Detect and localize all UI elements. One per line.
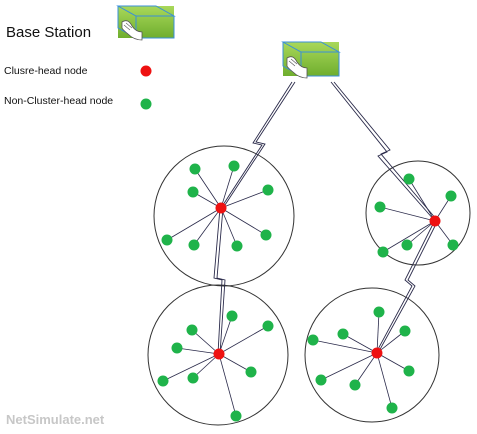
member-node: [377, 246, 389, 258]
member-node: [230, 410, 242, 422]
member-node: [337, 328, 349, 340]
member-node: [186, 324, 198, 336]
member-node: [161, 234, 173, 246]
member-node: [315, 374, 327, 386]
legend-base-station-label: Base Station: [6, 24, 92, 41]
cluster-head-node: [371, 347, 383, 359]
member-node: [373, 306, 385, 318]
cluster-3-boundary: [147, 284, 289, 426]
member-node: [188, 239, 200, 251]
link-bs-to-cluster-1: [220, 81, 296, 209]
member-node: [374, 201, 386, 213]
member-node: [231, 240, 243, 252]
member-node: [399, 325, 411, 337]
cluster-head-nodes: [213, 202, 441, 360]
member-node: [386, 402, 398, 414]
cluster-4-boundary: [304, 287, 440, 423]
cluster-head-node: [213, 348, 225, 360]
member-node: [171, 342, 183, 354]
cluster-2-boundary: [365, 160, 471, 266]
wireless-links: [213, 81, 438, 355]
member-node: [349, 379, 361, 391]
member-node: [307, 334, 319, 346]
watermark: NetSimulate.net: [6, 412, 105, 427]
legend-non-cluster-head-label: Non-Cluster-head node: [4, 95, 114, 107]
member-node: [245, 366, 257, 378]
link-bs-to-cluster-2: [330, 81, 438, 222]
cluster-1-boundary: [153, 145, 295, 287]
member-node: [262, 320, 274, 332]
legend-base-station-icon: [116, 5, 176, 41]
legend-non-cluster-head-icon: [140, 98, 152, 110]
legend-cluster-head-icon: [140, 65, 152, 77]
member-node: [189, 163, 201, 175]
member-nodes: [157, 160, 459, 422]
cluster-head-node: [215, 202, 227, 214]
member-node: [401, 239, 413, 251]
member-node: [403, 365, 415, 377]
member-node: [403, 173, 415, 185]
member-node: [445, 190, 457, 202]
member-node: [187, 372, 199, 384]
legend-cluster-head-label: Clusre-head node: [4, 65, 88, 77]
cluster-head-node: [429, 215, 441, 227]
member-node: [157, 375, 169, 387]
member-node: [187, 186, 199, 198]
member-node: [228, 160, 240, 172]
link-cluster-2-to-cluster-4: [375, 221, 438, 354]
member-node: [447, 239, 459, 251]
member-node: [262, 184, 274, 196]
link-cluster-1-to-cluster-3: [213, 207, 226, 355]
base-station-icon: [281, 41, 341, 79]
member-node: [226, 310, 238, 322]
member-node: [260, 229, 272, 241]
